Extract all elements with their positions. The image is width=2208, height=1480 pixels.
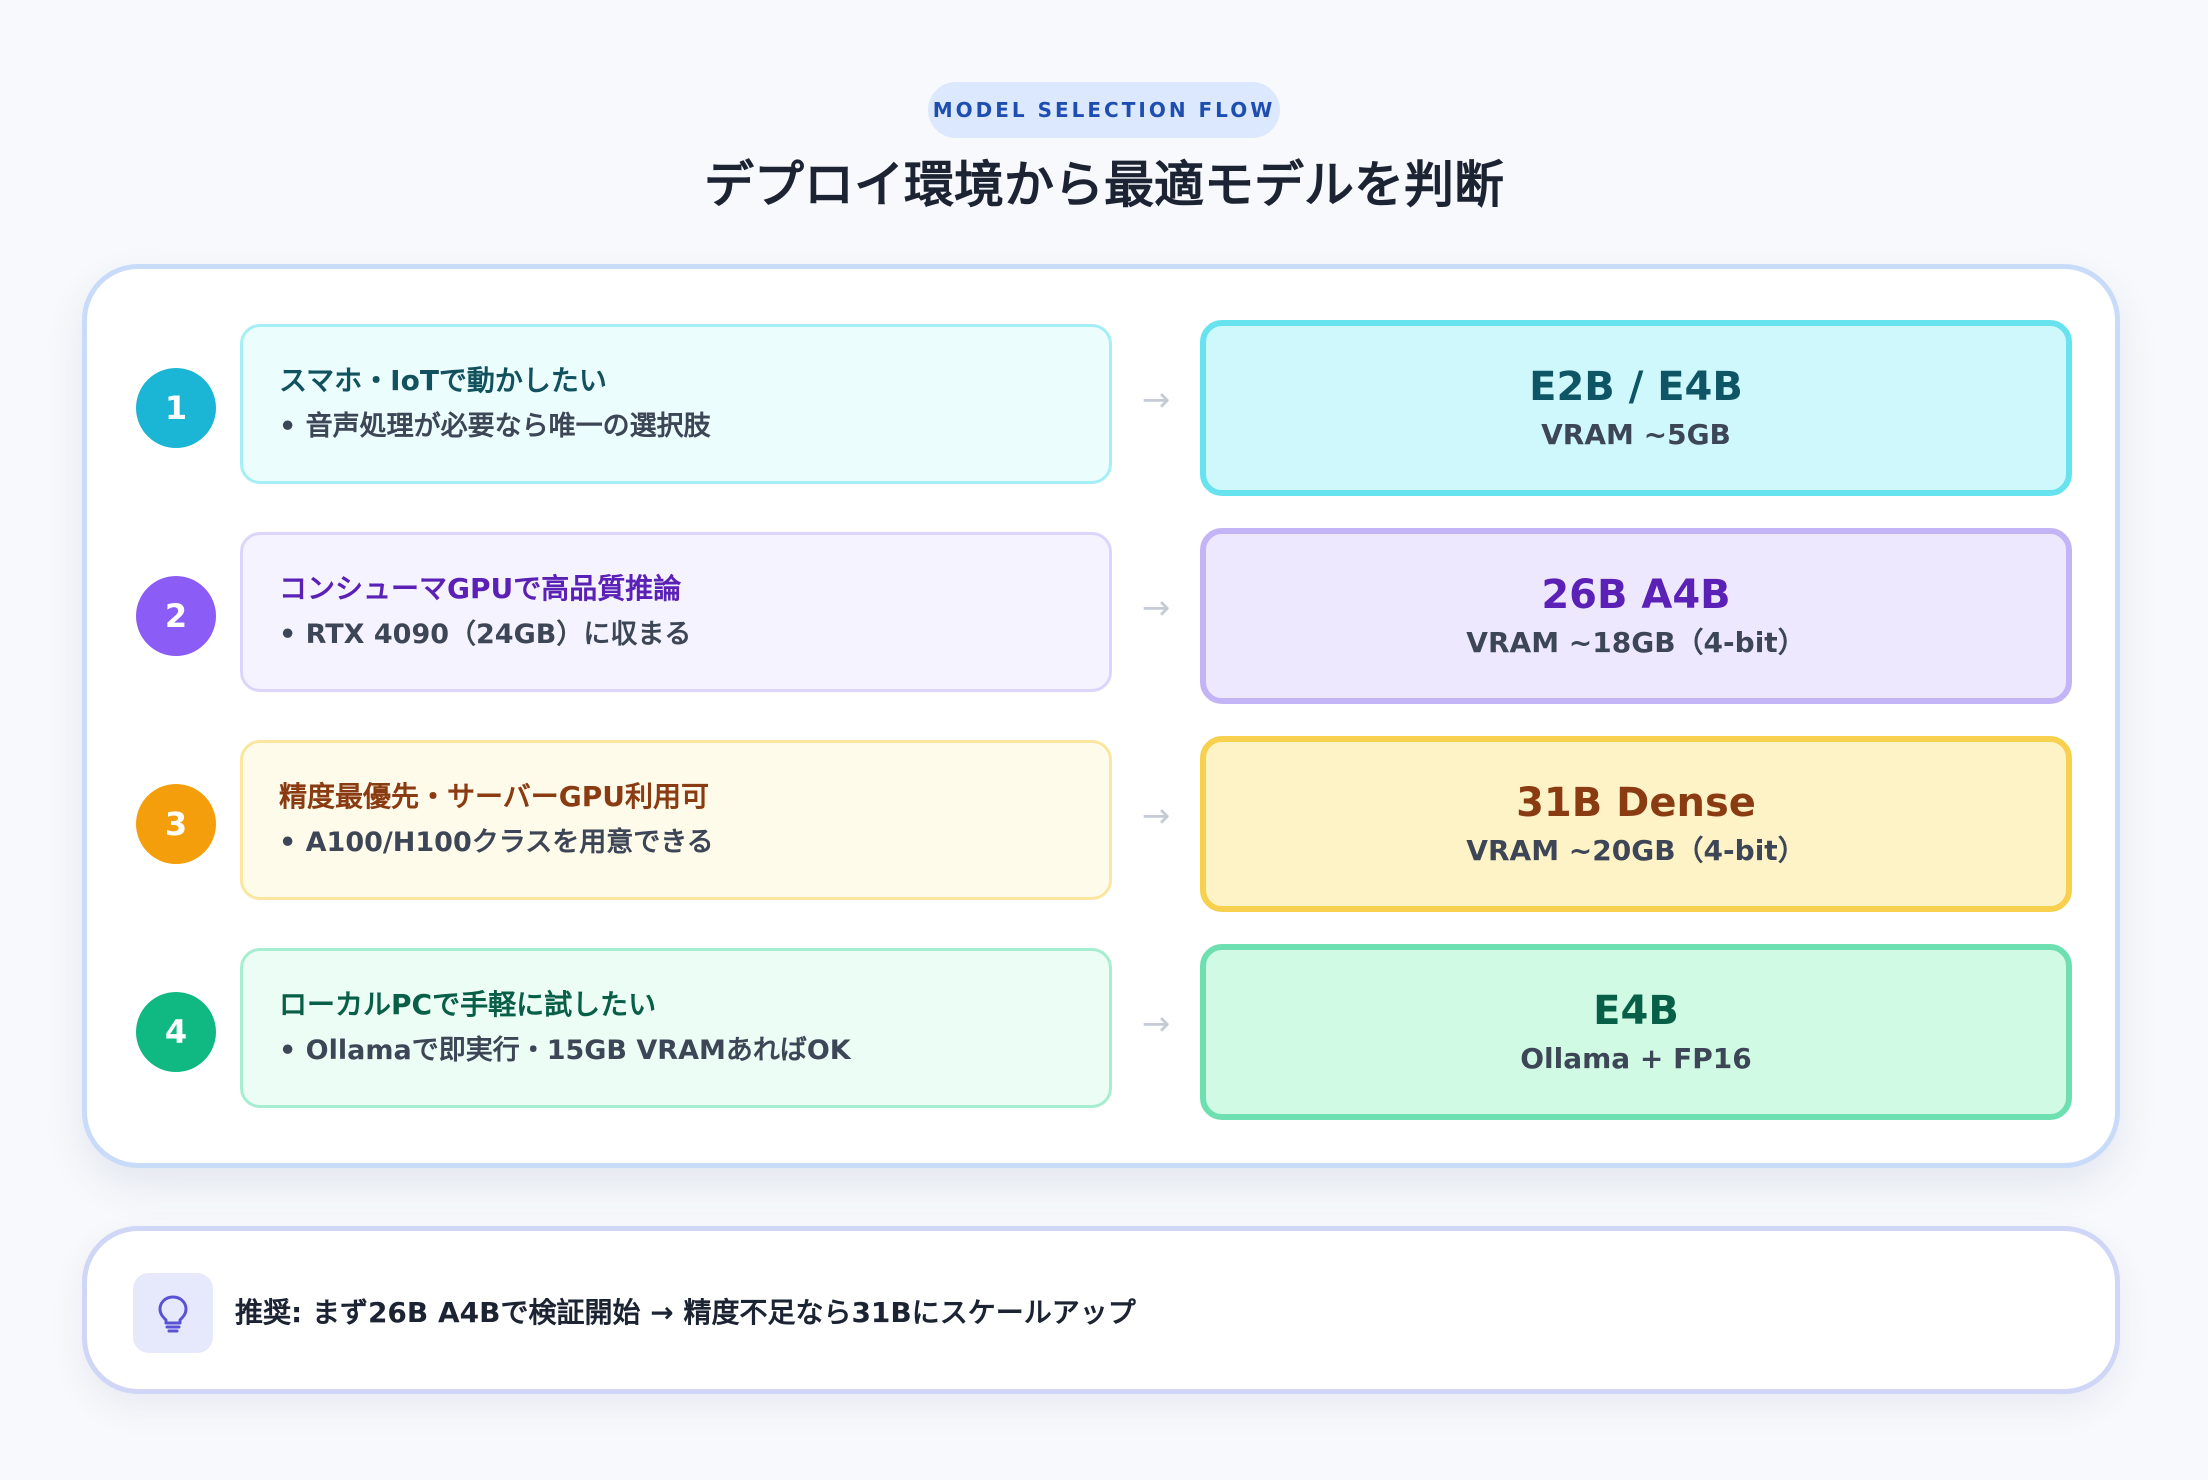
flow-row-2: 2 コンシューマGPUで高品質推論 • RTX 4090（24GB）に収まる →…	[0, 528, 2208, 704]
condition-description: • RTX 4090（24GB）に収まる	[279, 619, 692, 650]
model-box: E4B Ollama + FP16	[1200, 944, 2072, 1120]
condition-description: • Ollamaで即実行・15GB VRAMあればOK	[279, 1035, 851, 1066]
condition-description: • 音声処理が必要なら唯一の選択肢	[279, 411, 711, 442]
model-spec: Ollama + FP16	[1520, 1042, 1752, 1075]
model-name: E2B / E4B	[1529, 364, 1743, 410]
model-box: 31B Dense VRAM ~20GB（4-bit）	[1200, 736, 2072, 912]
flow-row-4: 4 ローカルPCで手軽に試したい • Ollamaで即実行・15GB VRAMあ…	[0, 944, 2208, 1120]
condition-description: • A100/H100クラスを用意できる	[279, 827, 714, 858]
step-number: 3	[136, 784, 216, 864]
flow-row-1: 1 スマホ・IoTで動かしたい • 音声処理が必要なら唯一の選択肢 → E2B …	[0, 320, 2208, 496]
condition-box: 精度最優先・サーバーGPU利用可 • A100/H100クラスを用意できる	[240, 740, 1112, 900]
arrow-right-icon: →	[1141, 796, 1171, 836]
model-name: 31B Dense	[1516, 780, 1756, 826]
arrow-right-icon: →	[1141, 588, 1171, 628]
condition-box: コンシューマGPUで高品質推論 • RTX 4090（24GB）に収まる	[240, 532, 1112, 692]
condition-title: 精度最優先・サーバーGPU利用可	[279, 780, 709, 813]
model-box: 26B A4B VRAM ~18GB（4-bit）	[1200, 528, 2072, 704]
section-badge: MODEL SELECTION FLOW	[928, 82, 1280, 138]
step-number: 4	[136, 992, 216, 1072]
condition-box: ローカルPCで手軽に試したい • Ollamaで即実行・15GB VRAMあれば…	[240, 948, 1112, 1108]
model-box: E2B / E4B VRAM ~5GB	[1200, 320, 2072, 496]
model-name: 26B A4B	[1541, 572, 1731, 618]
condition-box: スマホ・IoTで動かしたい • 音声処理が必要なら唯一の選択肢	[240, 324, 1112, 484]
recommendation-card: 推奨: まず26B A4Bで検証開始 → 精度不足なら31Bにスケールアップ	[82, 1226, 2120, 1394]
arrow-right-icon: →	[1141, 380, 1171, 420]
condition-title: ローカルPCで手軽に試したい	[279, 988, 657, 1021]
model-spec: VRAM ~20GB（4-bit）	[1466, 834, 1806, 867]
arrow-right-icon: →	[1141, 1004, 1171, 1044]
model-spec: VRAM ~18GB（4-bit）	[1466, 626, 1806, 659]
step-number: 1	[136, 368, 216, 448]
page-title: デプロイ環境から最適モデルを判断	[704, 156, 1504, 214]
lightbulb-icon	[133, 1273, 213, 1353]
condition-title: コンシューマGPUで高品質推論	[279, 572, 682, 605]
recommendation-text: 推奨: まず26B A4Bで検証開始 → 精度不足なら31Bにスケールアップ	[235, 1296, 1136, 1329]
condition-title: スマホ・IoTで動かしたい	[279, 364, 607, 397]
model-spec: VRAM ~5GB	[1541, 418, 1731, 451]
model-name: E4B	[1593, 988, 1679, 1034]
step-number: 2	[136, 576, 216, 656]
flow-row-3: 3 精度最優先・サーバーGPU利用可 • A100/H100クラスを用意できる …	[0, 736, 2208, 912]
